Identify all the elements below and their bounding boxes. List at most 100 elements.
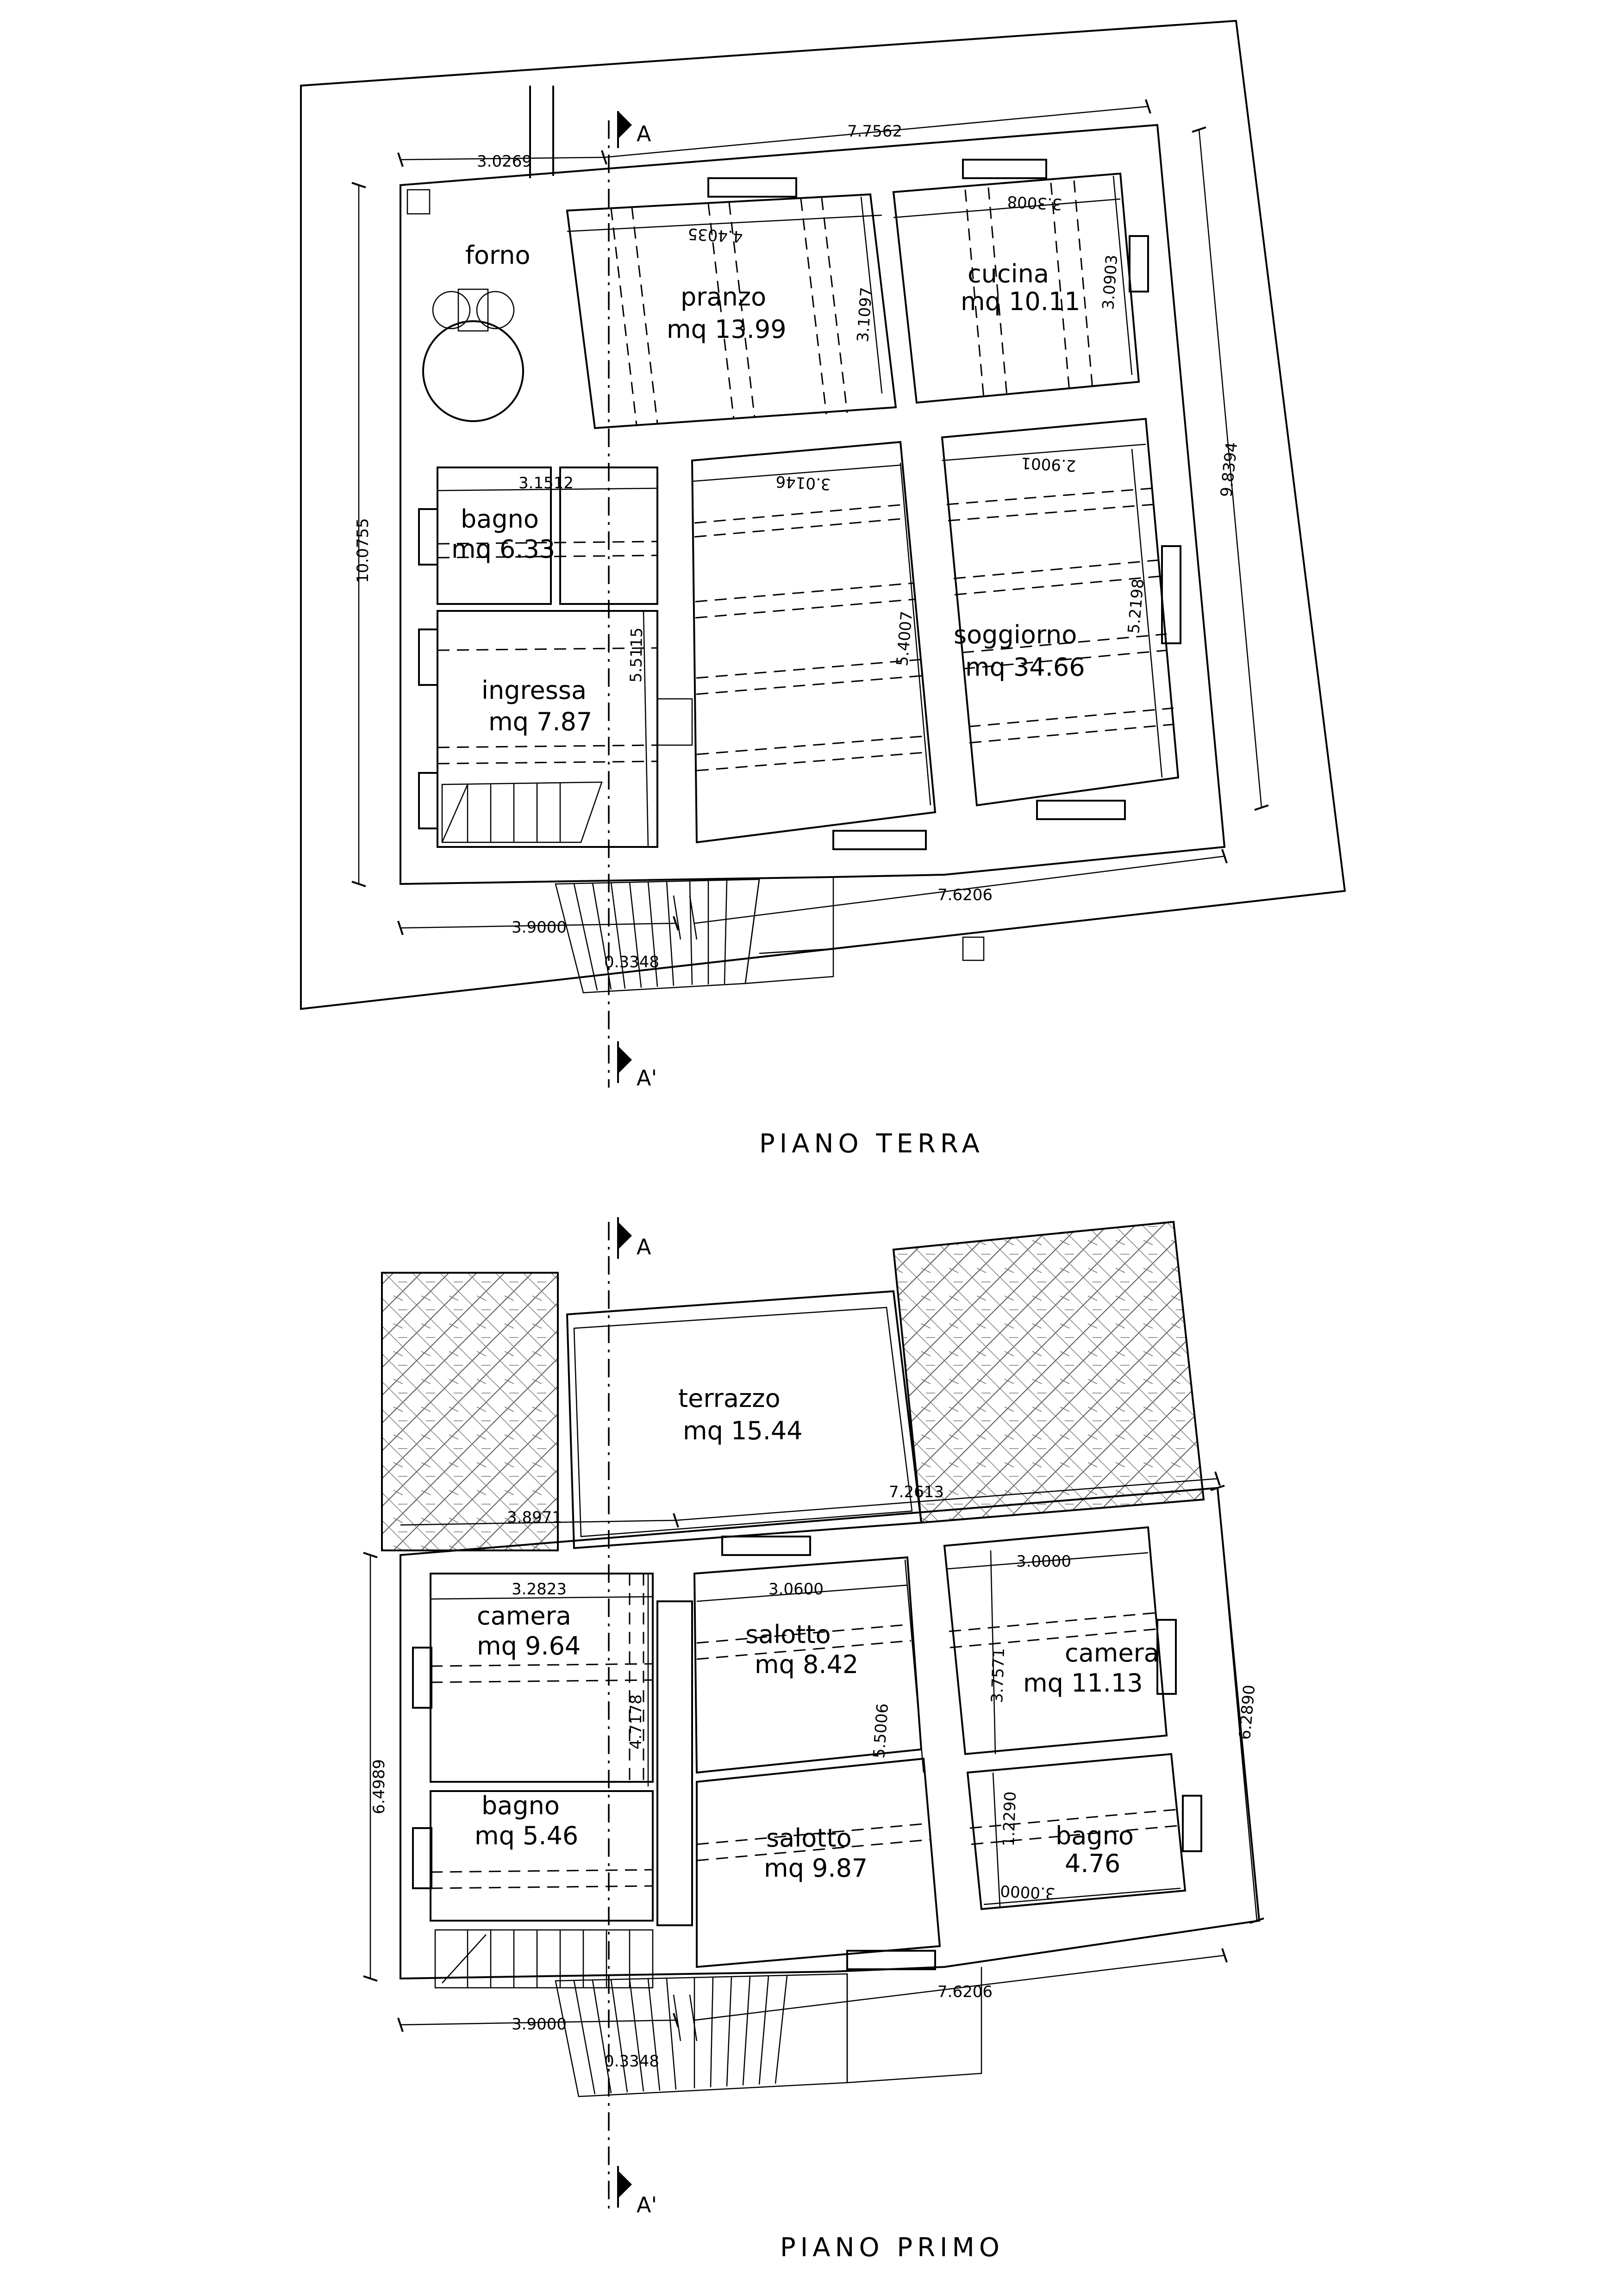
roof-hatch-right	[892, 1220, 1205, 1524]
bagno-1-beams	[430, 1869, 653, 1889]
hall-beams	[694, 504, 930, 772]
room-name-terrazzo: terrazzo	[678, 1384, 781, 1413]
room-name-soggiorno: soggiorno	[954, 620, 1077, 649]
window-soggiorno-2	[1036, 800, 1126, 820]
dim-label: 5.4007	[893, 610, 916, 667]
dim-label: 3.9000	[512, 918, 567, 937]
room-area-salotto-1: mq 8.42	[755, 1650, 858, 1679]
ground-central-hall	[691, 441, 937, 844]
ground-dimension-labels: 3.0269 7.7562 4.4035 3.3008 3.1097 3.090…	[354, 122, 1241, 971]
dim-label: 2.9001	[1021, 454, 1077, 475]
first-dimension-lines	[363, 1471, 1264, 2041]
room-area-pranzo: mq 13.99	[667, 315, 787, 344]
window-cucina	[962, 159, 1047, 179]
room-name-cucina: cucina	[968, 259, 1049, 288]
window-bagno	[418, 508, 438, 566]
room-area-cucina: mq 10.11	[961, 287, 1081, 316]
room-name-salotto-2: salotto	[766, 1823, 852, 1853]
dim-label: 9.8394	[1217, 441, 1241, 498]
ground-lot-boundary	[300, 19, 1346, 1010]
ingresso-door	[656, 698, 693, 746]
window-bagno-1	[412, 1827, 432, 1889]
bagno-beams	[437, 541, 658, 559]
first-floor-title: PIANO PRIMO	[780, 2233, 1004, 2263]
first-section-line: A A'	[608, 1217, 657, 2217]
ground-outer-stair	[555, 877, 985, 994]
dim-label: 0.3348	[604, 2052, 659, 2071]
dim-label: 5.5115	[627, 628, 646, 683]
first-stair	[434, 1929, 654, 1989]
salotto-1-beams	[696, 1624, 912, 1660]
dim-label: 6.2890	[1236, 1684, 1259, 1741]
room-soggiorno	[941, 417, 1180, 807]
room-name-salotto-1: salotto	[745, 1620, 831, 1649]
ground-floor-title: PIANO TERRA	[759, 1129, 984, 1159]
section-label-a: A	[637, 121, 651, 146]
dim-label: 1.2290	[999, 1791, 1020, 1847]
dim-label: 3.0000	[1000, 1881, 1056, 1903]
section-label-a: A	[637, 1234, 651, 1259]
ground-chimney	[406, 189, 431, 215]
room-name-bagno-1: bagno	[481, 1791, 560, 1820]
room-area-soggiorno: mq 34.66	[965, 653, 1085, 682]
camera-2-beams	[949, 1612, 1157, 1649]
section-label-a-prime: A'	[637, 1065, 657, 1090]
window-camera-2	[1156, 1619, 1177, 1695]
dim-label: 3.9000	[512, 2015, 567, 2034]
window-soggiorno	[1161, 545, 1181, 644]
ingresso-stair	[441, 781, 603, 843]
dim-label: 7.7562	[847, 122, 902, 141]
soggiorno-beams	[946, 487, 1175, 744]
dim-label: 3.1512	[518, 474, 574, 492]
window-hall	[832, 830, 927, 850]
room-area-ingresso: mq 7.87	[488, 707, 592, 736]
section-label-a-prime: A'	[637, 2192, 657, 2217]
first-dimension-labels: 3.8971 7.2613 3.2823 3.0600 3.0000 4.717…	[370, 1483, 1259, 2071]
room-pranzo	[566, 193, 897, 429]
room-area-bagno: mq 6.33	[451, 535, 555, 564]
camera-1-beams	[430, 1574, 653, 1782]
room-cucina	[892, 172, 1140, 404]
dim-label: 0.3348	[604, 953, 659, 971]
dim-label: 4.7178	[627, 1694, 645, 1749]
window-ingresso	[418, 628, 438, 686]
room-name-ingresso: ingressa	[481, 676, 587, 705]
dim-label: 3.8971	[507, 1508, 562, 1527]
room-name-bagno-2: bagno	[1056, 1821, 1134, 1850]
dim-label: 3.7571	[988, 1648, 1008, 1703]
dim-label: 3.0000	[1016, 1552, 1071, 1571]
room-salotto-2	[696, 1757, 941, 1968]
salotto-2-beams	[696, 1823, 930, 1861]
dim-label: 5.2198	[1124, 578, 1148, 635]
bagno-2-beams	[969, 1809, 1178, 1845]
dim-label: 3.2823	[512, 1580, 567, 1599]
room-area-salotto-2: mq 9.87	[764, 1854, 868, 1883]
dim-label: 7.2613	[889, 1483, 944, 1501]
ingresso-beams	[437, 647, 658, 765]
terrazzo-inner	[573, 1307, 913, 1537]
dim-label: 6.4989	[370, 1759, 388, 1814]
room-name-camera-1: camera	[477, 1601, 571, 1630]
dim-label: 3.1097	[854, 286, 876, 342]
room-bagno-2	[966, 1753, 1187, 1910]
room-area-bagno-1: mq 5.46	[475, 1821, 578, 1850]
window-ingresso-2	[418, 772, 438, 829]
window-salotto-2	[846, 1950, 936, 1970]
room-name-bagno: bagno	[461, 504, 539, 534]
room-terrazzo	[566, 1290, 923, 1549]
first-hall-left	[656, 1600, 693, 1926]
dim-label: 3.0903	[1099, 254, 1121, 310]
window-cucina-side	[1129, 235, 1149, 292]
dim-label: 3.0146	[775, 472, 831, 493]
room-area-camera-2: mq 11.13	[1023, 1668, 1143, 1698]
room-camera-2	[943, 1526, 1168, 1755]
first-building-outline	[400, 1487, 1261, 1980]
forno-oven	[422, 288, 524, 422]
dim-label: 7.6206	[937, 886, 993, 904]
room-area-bagno-2: 4.76	[1065, 1849, 1120, 1878]
ground-floor-plan: forno pranzo mq 13.99 cucina mq 10.11	[300, 19, 1346, 1159]
window-camera-1	[412, 1647, 432, 1709]
room-name-forno: forno	[465, 241, 531, 270]
cucina-beams	[964, 180, 1093, 398]
